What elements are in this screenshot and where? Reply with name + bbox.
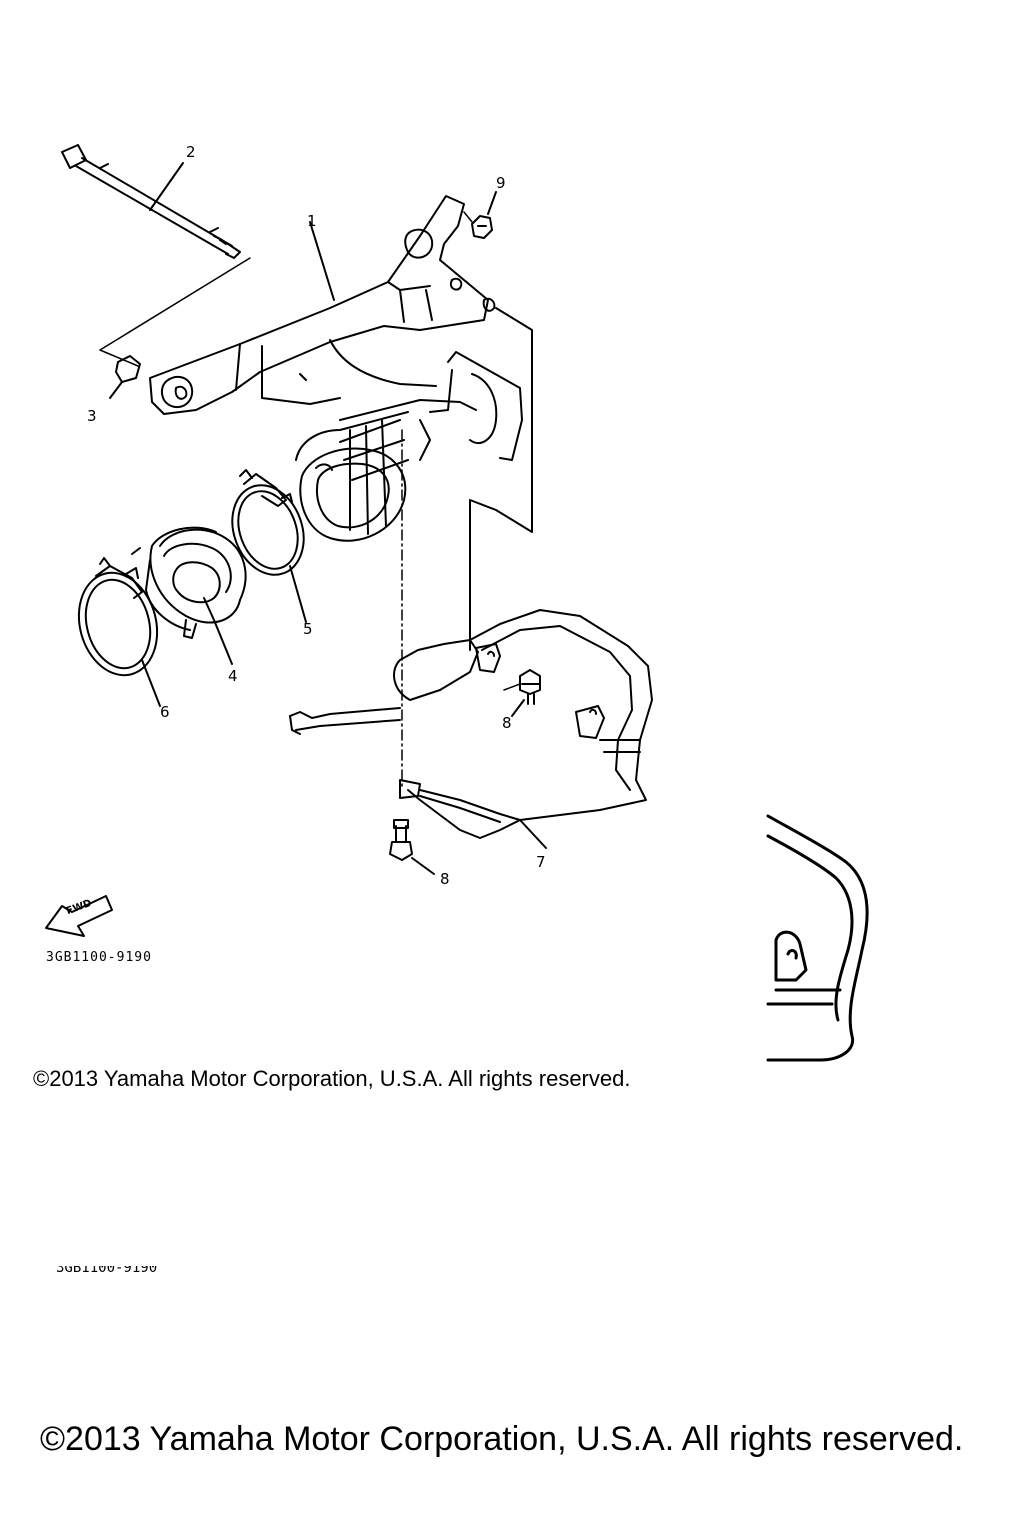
rear-guard-part bbox=[289, 609, 653, 849]
cut-diagram-code: 3GB1100-9190 bbox=[56, 1266, 158, 1276]
flange-bolt-lower-part bbox=[389, 819, 435, 875]
callout-3: 3 bbox=[87, 407, 97, 425]
bolt-guide-line bbox=[99, 257, 251, 367]
callout-9: 9 bbox=[496, 174, 506, 192]
callout-6: 6 bbox=[160, 703, 170, 721]
frame-reference-outline bbox=[469, 307, 533, 651]
callout-4: 4 bbox=[228, 667, 238, 685]
copyright-large: ©2013 Yamaha Motor Corporation, U.S.A. A… bbox=[40, 1420, 964, 1458]
zoom-detail-inset bbox=[766, 814, 869, 1062]
fwd-arrow-icon bbox=[45, 895, 113, 937]
pivot-bolt-part bbox=[61, 144, 241, 259]
callout-8-lower: 8 bbox=[440, 870, 450, 888]
thrust-cover-part bbox=[109, 355, 141, 399]
diagram-code: 3GB1100-9190 bbox=[46, 950, 152, 965]
callout-8-upper: 8 bbox=[502, 714, 512, 732]
callout-5: 5 bbox=[303, 620, 313, 638]
nut-part bbox=[463, 191, 497, 239]
clamp-small-part bbox=[231, 469, 307, 623]
axle-housing-part bbox=[295, 351, 523, 542]
callout-1: 1 bbox=[307, 212, 317, 230]
callout-7: 7 bbox=[536, 853, 546, 871]
swingarm-part bbox=[149, 195, 496, 415]
callout-2: 2 bbox=[186, 143, 196, 161]
flange-bolt-upper-part bbox=[503, 669, 541, 717]
clamp-large-part bbox=[77, 557, 161, 707]
joint-boot-part bbox=[131, 526, 247, 665]
copyright-small: ©2013 Yamaha Motor Corporation, U.S.A. A… bbox=[33, 1066, 631, 1091]
